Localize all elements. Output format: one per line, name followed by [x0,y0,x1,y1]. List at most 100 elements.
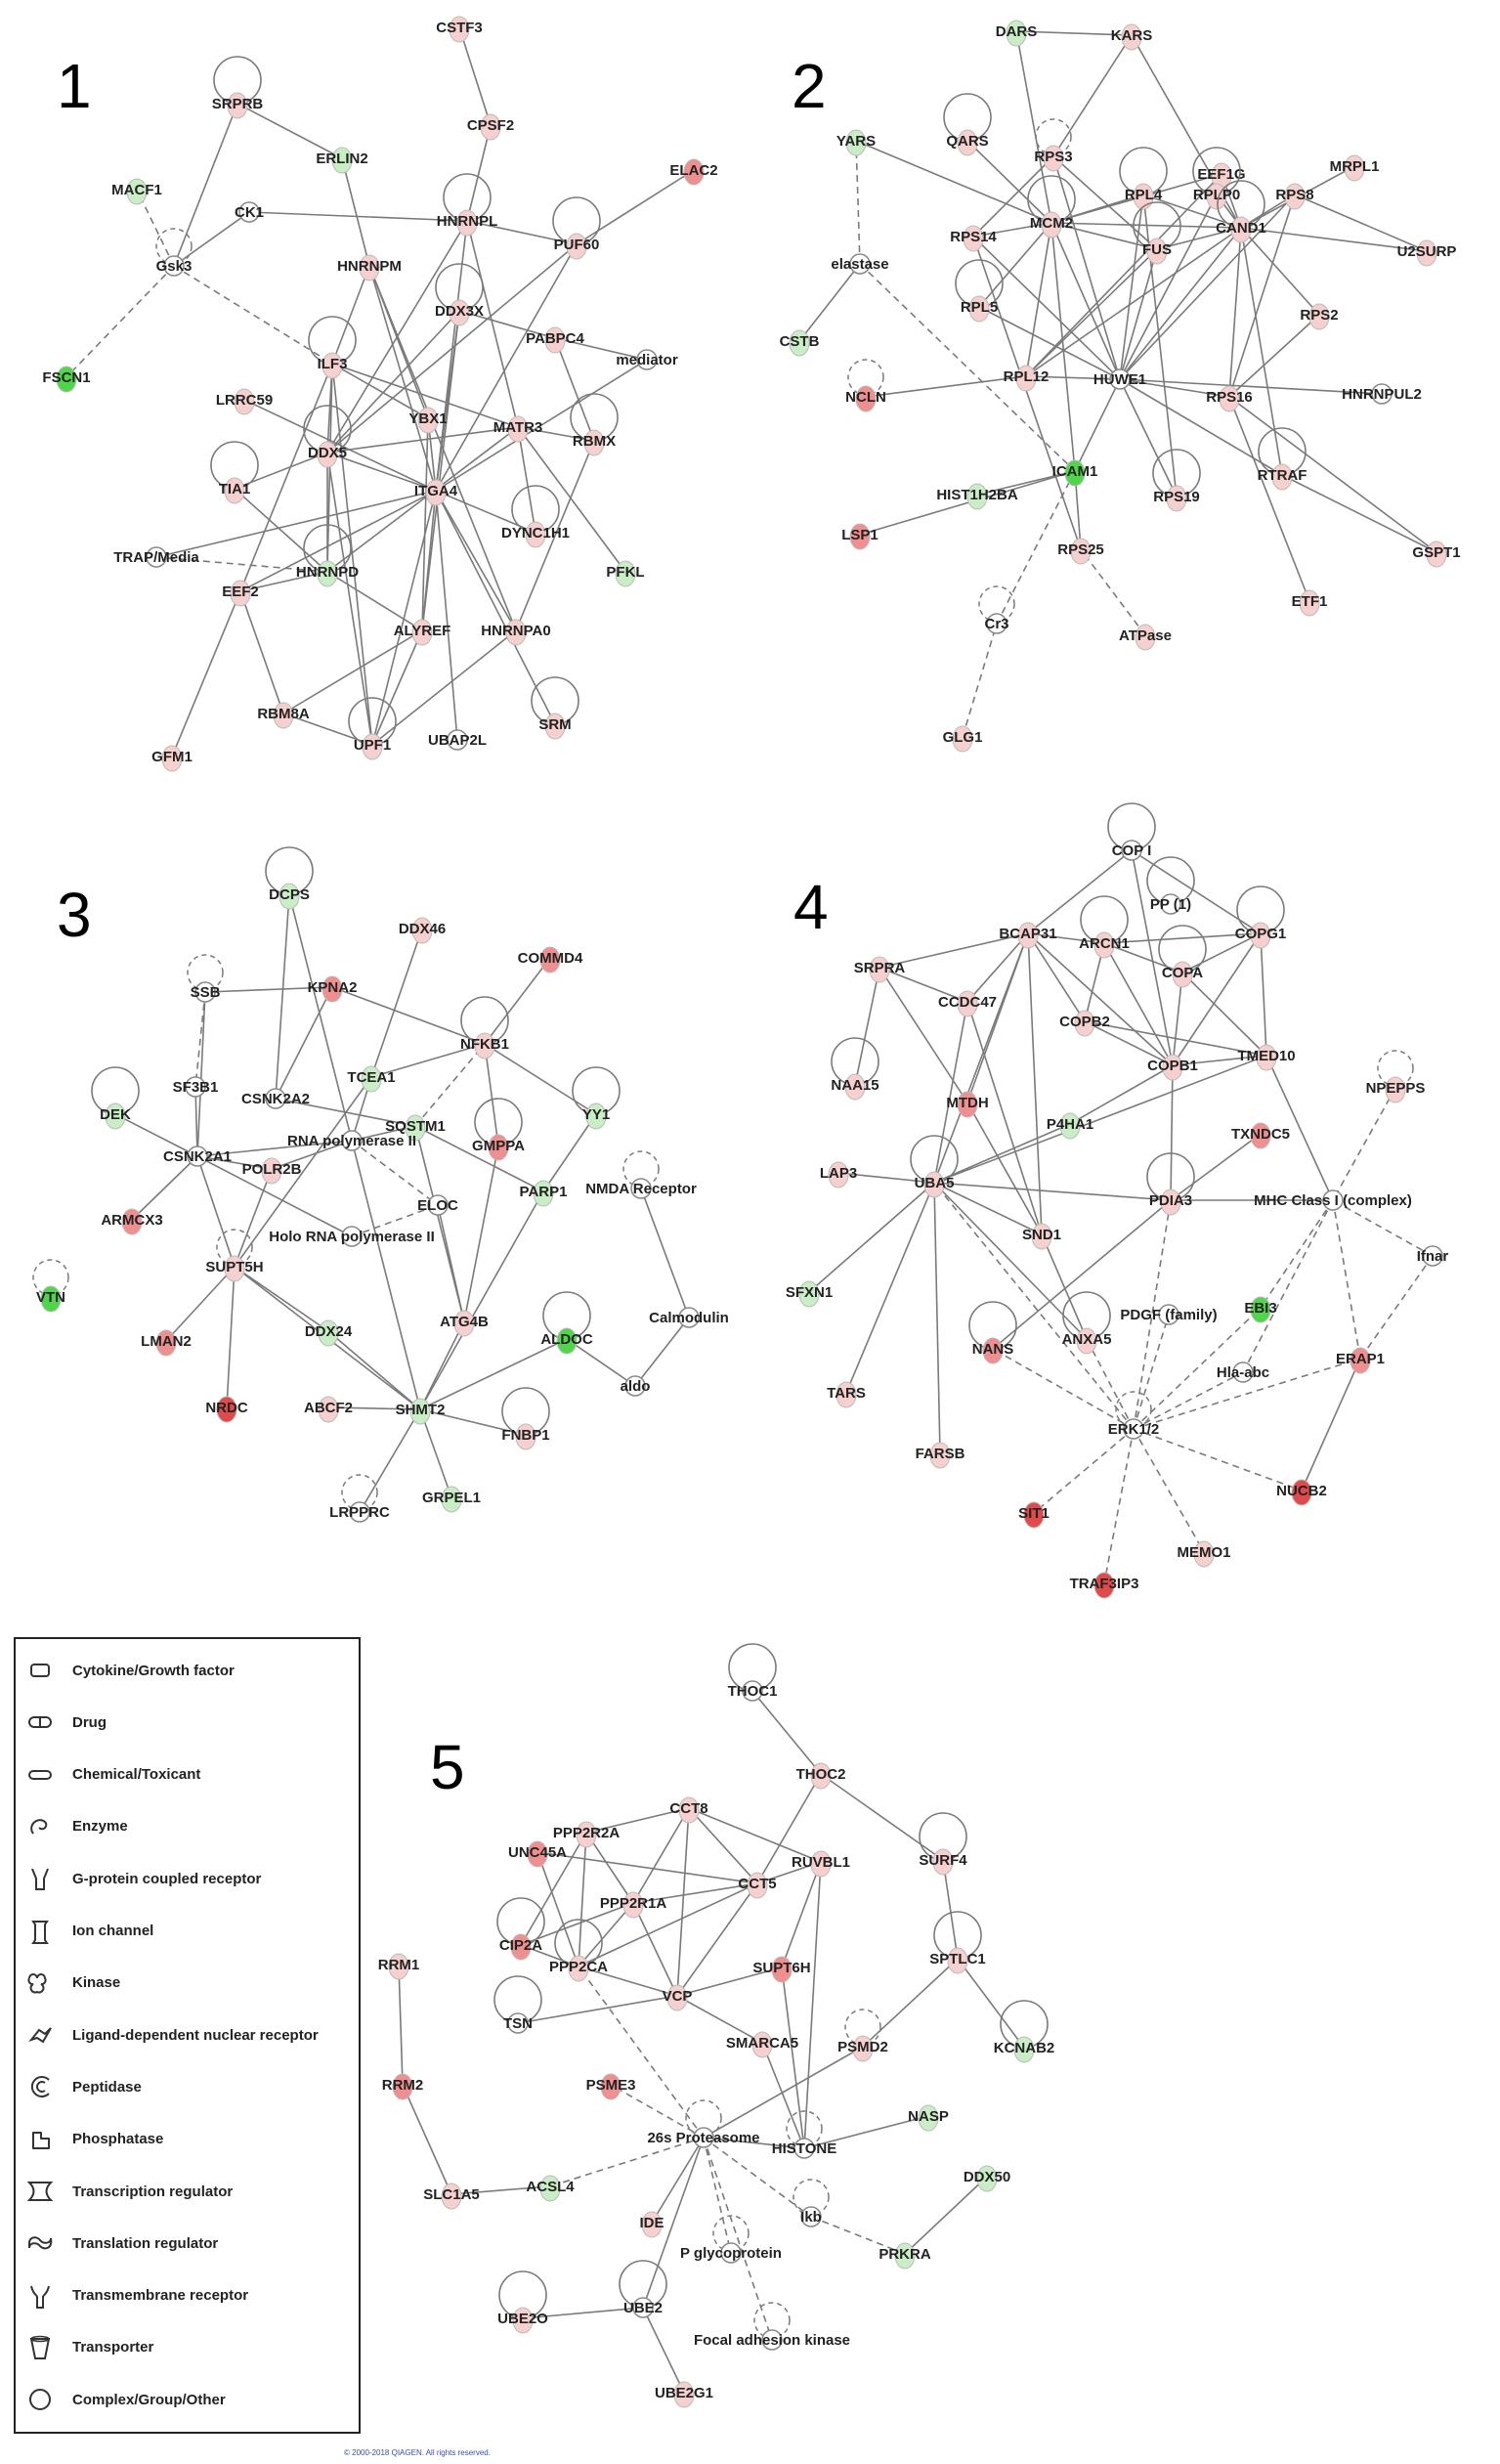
node-atpase[interactable]: ATPase [1119,624,1172,651]
node-vcp[interactable]: VCP [663,1984,693,2011]
node-yars[interactable]: YARS [836,129,876,156]
node-cct8[interactable]: CCT8 [669,1796,708,1824]
node-focal-adhesion-kinase[interactable]: Focal adhesion kinase [694,2302,850,2351]
node-ppp2ca[interactable]: PPP2CA [549,1919,608,1982]
node-rps19[interactable]: RPS19 [1152,449,1201,512]
node-calmodulin[interactable]: Calmodulin [649,1307,729,1328]
node-hnrnpm[interactable]: HNRNPM [337,254,402,281]
node-glg1[interactable]: GLG1 [943,725,983,753]
node-mediator[interactable]: mediator [616,349,678,370]
node-dars[interactable]: DARS [996,20,1038,47]
node-psme3[interactable]: PSME3 [586,2073,636,2100]
node-rps3[interactable]: RPS3 [1034,118,1073,172]
node-ube2o[interactable]: UBE2O [497,2270,548,2334]
node-pfkl[interactable]: PFKL [606,560,645,587]
node-copb1[interactable]: COPB1 [1147,1054,1198,1081]
node-anxa5[interactable]: ANXA5 [1062,1291,1112,1355]
node-huwe1[interactable]: HUWE1 [1093,368,1146,390]
node-rps8[interactable]: RPS8 [1275,183,1314,210]
node-kars[interactable]: KARS [1111,23,1153,51]
node-yy1[interactable]: YY1 [572,1066,621,1130]
node-aldo[interactable]: aldo [621,1375,651,1397]
node-nmda-receptor[interactable]: NMDA Receptor [585,1150,697,1199]
node-ccdc47[interactable]: CCDC47 [938,990,997,1017]
node-qars[interactable]: QARS [943,93,992,156]
node-kpna2[interactable]: KPNA2 [308,975,358,1003]
node-rpl12[interactable]: RPL12 [1004,365,1050,392]
node-dcps[interactable]: DCPS [265,846,314,910]
node-dek[interactable]: DEK [91,1066,140,1130]
node-rps14[interactable]: RPS14 [950,225,997,252]
node-hla-abc[interactable]: Hla-abc [1217,1362,1269,1383]
node-matr3[interactable]: MATR3 [493,415,543,443]
node-cct5[interactable]: CCT5 [738,1872,777,1899]
node-histone[interactable]: HISTONE [772,2110,836,2159]
node-thoc1[interactable]: THOC1 [728,1643,778,1702]
node-eef2[interactable]: EEF2 [222,580,259,607]
node-snd1[interactable]: SND1 [1022,1223,1061,1250]
node-commd4[interactable]: COMMD4 [518,946,583,973]
node-p4ha1[interactable]: P4HA1 [1047,1112,1093,1140]
node-pp-1-[interactable]: PP (1) [1146,856,1195,915]
node-naa15[interactable]: NAA15 [831,1037,879,1101]
node-26s-proteasome[interactable]: 26s Proteasome [647,2099,760,2148]
node-cip2a[interactable]: CIP2A [496,1897,545,1961]
node-eloc[interactable]: ELOC [417,1194,458,1216]
node-gspt1[interactable]: GSPT1 [1412,540,1461,568]
node-rna-polymerase-ii[interactable]: RNA polymerase II [287,1130,416,1151]
node-sfxn1[interactable]: SFXN1 [786,1280,833,1308]
node-macf1[interactable]: MACF1 [111,178,162,205]
node-tsn[interactable]: TSN [493,1975,542,2034]
node-rps16[interactable]: RPS16 [1206,385,1253,412]
node-supt6h[interactable]: SUPT6H [752,1956,811,1983]
node-smarca5[interactable]: SMARCA5 [726,2031,798,2058]
node-alyref[interactable]: ALYREF [394,619,451,646]
node-rbmx[interactable]: RBMX [570,393,619,456]
node-shmt2[interactable]: SHMT2 [396,1398,446,1425]
node-aldoc[interactable]: ALDOC [540,1291,593,1355]
node-surf4[interactable]: SURF4 [919,1812,967,1876]
node-hist1h2ba[interactable]: HIST1H2BA [936,483,1018,510]
node-copa[interactable]: COPA [1158,925,1207,988]
node-srm[interactable]: SRM [531,676,579,740]
node-ppp2r2a[interactable]: PPP2R2A [553,1821,621,1848]
node-upf1[interactable]: UPF1 [348,697,397,760]
node-fus[interactable]: FUS [1133,201,1181,265]
node-rbm8a[interactable]: RBM8A [257,702,310,729]
node-prkra[interactable]: PRKRA [879,2242,931,2269]
node-rpl4[interactable]: RPL4 [1119,147,1168,210]
node-lrpprc[interactable]: LRPPRC [329,1474,390,1523]
node-gsk3[interactable]: Gsk3 [155,228,193,277]
node-dync1h1[interactable]: DYNC1H1 [501,485,570,548]
node-ybx1[interactable]: YBX1 [408,407,448,434]
node-tmed10[interactable]: TMED10 [1237,1044,1296,1071]
node-itga4[interactable]: ITGA4 [414,479,458,506]
node-hnrnpd[interactable]: HNRNPD [296,524,359,587]
node-csnk2a2[interactable]: CSNK2A2 [241,1088,310,1109]
node-lsp1[interactable]: LSP1 [841,523,879,550]
node-ube2[interactable]: UBE2 [619,2260,667,2318]
node-ddx46[interactable]: DDX46 [399,917,446,944]
node-traf3ip3[interactable]: TRAF3IP3 [1070,1572,1139,1599]
node-parp1[interactable]: PARP1 [520,1180,568,1207]
node-uba5[interactable]: UBA5 [910,1135,959,1198]
node-srpra[interactable]: SRPRA [854,956,906,983]
node-lman2[interactable]: LMAN2 [141,1329,192,1357]
node-gfm1[interactable]: GFM1 [151,745,193,772]
node-armcx3[interactable]: ARMCX3 [101,1208,163,1235]
node-sptlc1[interactable]: SPTLC1 [929,1911,986,1974]
node-etf1[interactable]: ETF1 [1292,589,1328,617]
node-npepps[interactable]: NPEPPS [1366,1050,1426,1103]
node-supt5h[interactable]: SUPT5H [205,1229,264,1282]
node-nasp[interactable]: NASP [908,2104,949,2132]
node-txndc5[interactable]: TXNDC5 [1231,1122,1290,1149]
node-cpsf2[interactable]: CPSF2 [467,113,514,141]
node-rrm1[interactable]: RRM1 [378,1953,420,1980]
node-puf60[interactable]: PUF60 [552,196,601,260]
node-rrm2[interactable]: RRM2 [382,2073,424,2100]
node-ddx24[interactable]: DDX24 [305,1319,353,1347]
node-ck1[interactable]: CK1 [235,201,264,223]
node-lrrc59[interactable]: LRRC59 [216,388,273,415]
node-holo-rna-polymerase-ii[interactable]: Holo RNA polymerase II [269,1226,435,1247]
node-grpel1[interactable]: GRPEL1 [422,1486,481,1513]
